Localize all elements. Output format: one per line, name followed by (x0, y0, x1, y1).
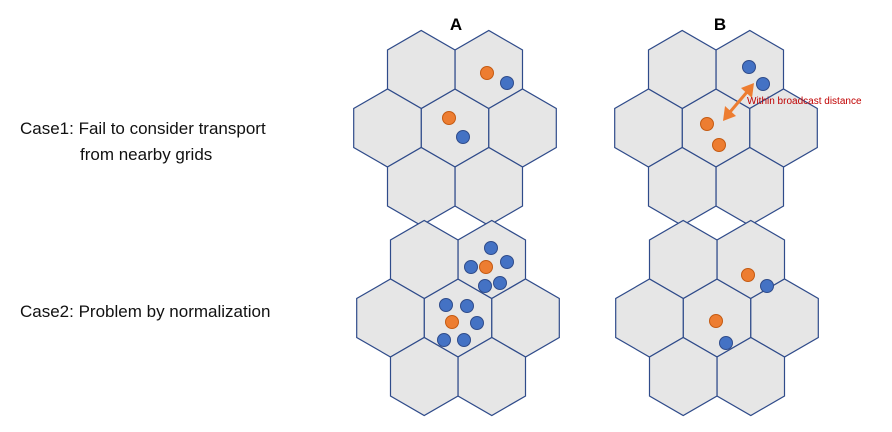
blue-dot (439, 298, 453, 312)
blue-dot (437, 333, 451, 347)
case2-label-line1: Case2: Problem by normalization (20, 302, 270, 321)
blue-dot (493, 276, 507, 290)
blue-dot (756, 77, 770, 91)
hex-cell (386, 146, 456, 227)
case1-label-line2: from nearby grids (80, 145, 212, 164)
orange-dot (479, 260, 493, 274)
broadcast-arrow (723, 83, 754, 121)
blue-dot (456, 130, 470, 144)
blue-dot (760, 279, 774, 293)
blue-dot (484, 241, 498, 255)
hex-cell (648, 336, 718, 417)
hex-grid-case1-b (614, 29, 818, 227)
blue-dot (719, 336, 733, 350)
blue-dot (464, 260, 478, 274)
orange-dot (741, 268, 755, 282)
orange-dot (480, 66, 494, 80)
case1-label-line1: Case1: Fail to consider transport (20, 119, 266, 138)
orange-dot (442, 111, 456, 125)
broadcast-annotation: Within broadcast distance (747, 96, 862, 107)
orange-dot (712, 138, 726, 152)
hex-cell (389, 336, 459, 417)
orange-dot (709, 314, 723, 328)
column-label-a: A (450, 15, 462, 34)
orange-dot (700, 117, 714, 131)
blue-dot (742, 60, 756, 74)
hex-grid-case1-a (353, 29, 557, 227)
blue-dot (457, 333, 471, 347)
blue-dot (460, 299, 474, 313)
blue-dot (500, 255, 514, 269)
blue-dot (478, 279, 492, 293)
hex-grid-case2-a (356, 219, 560, 417)
blue-dot (500, 76, 514, 90)
blue-dot (470, 316, 484, 330)
column-label-b: B (714, 15, 726, 34)
particles (437, 60, 774, 350)
hex-cell (647, 146, 717, 227)
orange-dot (445, 315, 459, 329)
